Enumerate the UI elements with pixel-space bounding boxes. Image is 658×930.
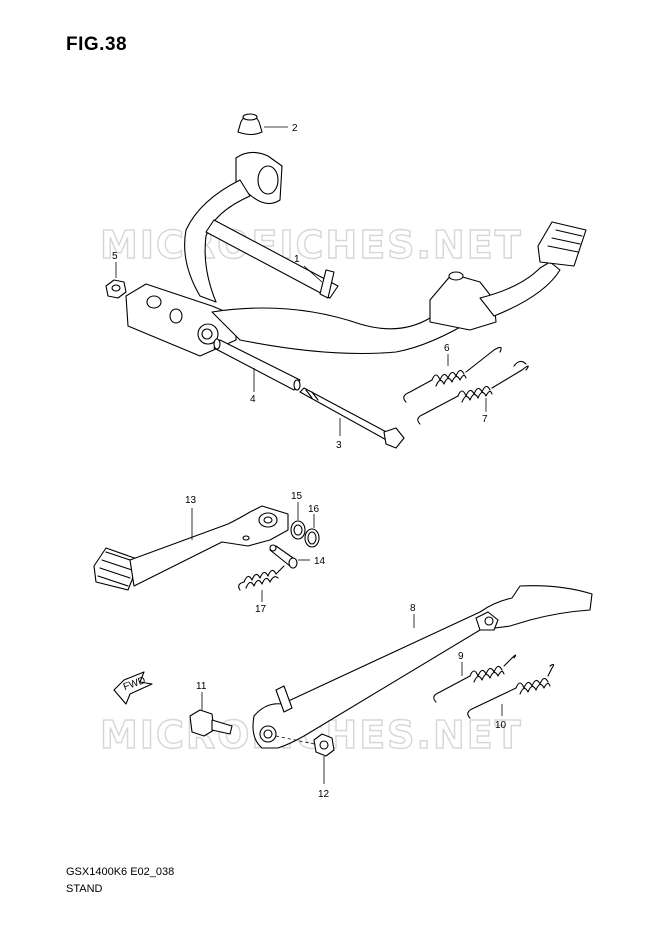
part-4-collar (213, 338, 301, 392)
part-12-nut (275, 733, 335, 784)
part-10-spring (467, 663, 555, 719)
callout-4: 4 (250, 394, 256, 405)
part-13-lever (93, 505, 289, 591)
part-15-washer (290, 502, 306, 540)
part-1-center-stand (125, 151, 587, 357)
callout-9: 9 (458, 651, 464, 662)
part-7-spring (417, 360, 529, 425)
section-name: STAND (66, 883, 103, 895)
callout-6: 6 (444, 343, 450, 354)
fwd-arrow: FWD (113, 671, 153, 705)
callout-5: 5 (112, 251, 118, 262)
callout-3: 3 (336, 440, 342, 451)
callout-7: 7 (482, 414, 488, 425)
callout-2: 2 (292, 123, 298, 134)
watermark-top: MICROFICHES.NET (100, 223, 523, 267)
part-11-bolt (189, 692, 233, 737)
callout-16: 16 (308, 504, 320, 515)
part-6-spring (403, 346, 502, 403)
figure-title: FIG.38 (66, 34, 128, 55)
callout-13: 13 (185, 495, 197, 506)
callout-15: 15 (291, 491, 303, 502)
part-5-nut (105, 262, 127, 299)
model-code: GSX1400K6 E02_038 (66, 866, 175, 878)
callout-17: 17 (255, 604, 267, 615)
part-2-stopper (237, 113, 288, 136)
callout-11: 11 (196, 681, 207, 692)
part-14-pin (269, 544, 310, 569)
callout-14: 14 (314, 556, 326, 567)
part-17-spring (238, 565, 285, 602)
part-3-pivot-bolt (299, 387, 405, 449)
callout-8: 8 (410, 603, 416, 614)
part-9-spring (433, 654, 517, 703)
callout-1: 1 (294, 254, 300, 265)
part-8-side-stand (252, 585, 593, 749)
callout-10: 10 (495, 720, 507, 731)
part-16-ring (304, 514, 320, 548)
callout-12: 12 (318, 789, 330, 800)
